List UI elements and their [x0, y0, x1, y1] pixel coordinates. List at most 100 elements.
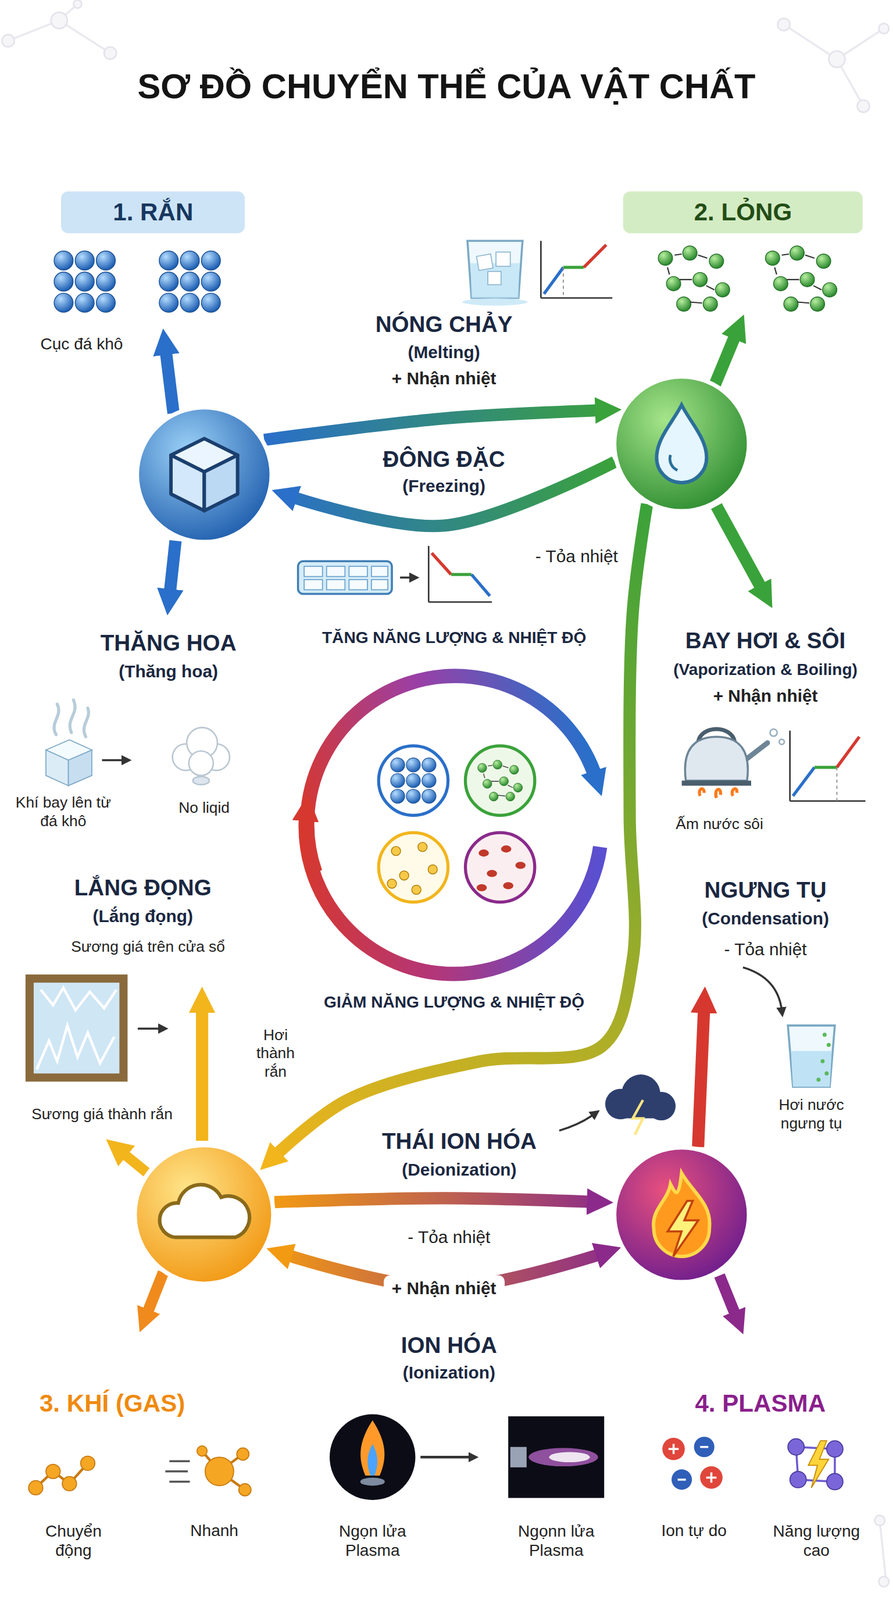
background-network	[2, 34, 15, 48]
state-circle-shape	[132, 1142, 276, 1287]
dry-ice-illustration	[45, 749, 69, 786]
cooling-curve-chart	[431, 552, 452, 575]
process-name: ION HÓA	[401, 1331, 498, 1359]
state-label: 4. PLASMA	[694, 1388, 826, 1418]
state-icon	[669, 455, 678, 471]
melting-beaker	[495, 252, 511, 267]
process-subtitle: (Deionization)	[401, 1159, 517, 1181]
state-circle: 4. PLASMA	[612, 1145, 752, 1285]
heat-note: + Nhận nhiệt	[391, 368, 497, 389]
liquid-molecules	[765, 245, 838, 312]
heating-curve-chart	[540, 240, 613, 298]
fast-molecule-icon	[238, 1483, 252, 1496]
dry-ice-illustration	[54, 699, 89, 737]
plasma-torch-photo	[510, 1447, 527, 1468]
particle-model-icons	[387, 879, 397, 889]
heating-curve-chart	[583, 244, 607, 268]
process-subtitle: (Vaporization & Boiling)	[673, 659, 858, 680]
process-name: BAY HƠI & SÔI	[685, 627, 846, 655]
melting-beaker	[487, 271, 502, 285]
background-network	[51, 12, 68, 29]
particle-model-icons	[418, 842, 428, 852]
heat-note: + Nhận nhiệt	[713, 685, 819, 707]
ice-tray	[371, 579, 388, 591]
dry-ice-illustration	[45, 699, 92, 786]
boiling-curve-chart	[793, 767, 815, 796]
plasma-torch-photo	[508, 1416, 605, 1498]
background-network	[8, 4, 887, 1580]
state-arrows	[719, 1275, 738, 1319]
particle-model-icons	[399, 870, 409, 881]
high-energy-icon	[826, 1473, 844, 1490]
high-energy-icon	[787, 1438, 844, 1491]
dry-ice-illustration	[45, 739, 92, 760]
ice-tray	[326, 579, 346, 591]
particle-model-icons	[515, 861, 526, 869]
state-icon	[170, 455, 205, 511]
particle-model-icons	[378, 745, 448, 816]
kettle-illustration	[779, 739, 785, 745]
cooling-curve-chart	[471, 574, 491, 596]
plasma-torch-photo	[548, 1452, 590, 1463]
transition-arrow	[289, 461, 616, 526]
gas-motion-icon	[80, 1456, 96, 1471]
state-arrows	[716, 506, 764, 592]
kettle-illustration	[769, 729, 777, 737]
gas-motion-icon	[45, 1464, 61, 1480]
storm-cloud	[605, 1088, 637, 1120]
state-icon	[204, 455, 238, 511]
melting-beaker	[476, 254, 494, 271]
ice-tray	[304, 579, 323, 591]
boiling-curve-chart	[836, 736, 860, 768]
ice-tray	[348, 566, 368, 577]
particle-model-icons	[476, 884, 488, 892]
process-subtitle: (Condensation)	[701, 908, 830, 930]
dry-ice-illustration	[68, 749, 92, 786]
process-name: LẮNG ĐỌNG	[74, 874, 212, 902]
energy-cycle-arcs	[306, 676, 596, 873]
illustration-caption: No liqid	[178, 799, 230, 819]
particle-model-icons	[387, 842, 438, 895]
background-network	[777, 18, 791, 31]
illustration-caption: Hơi nước ngưng tụ	[762, 1095, 860, 1133]
icon-caption: Nhanh	[190, 1520, 239, 1541]
free-ion-icon	[694, 1436, 715, 1457]
process-name: THÁI ION HÓA	[381, 1127, 537, 1155]
storm-cloud	[647, 1091, 676, 1121]
process-subtitle: (Freezing)	[402, 475, 486, 497]
illustration-caption: Sương giá thành rắn	[31, 1105, 173, 1124]
kettle-illustration	[684, 736, 748, 781]
illustration-caption: Ấm nước sôi	[675, 815, 763, 835]
high-energy-icon	[808, 1440, 829, 1488]
condensation-glass	[824, 1071, 829, 1076]
high-energy-icon	[826, 1440, 844, 1457]
process-name: ĐÔNG ĐẶC	[383, 445, 506, 473]
small-arrow	[137, 1027, 162, 1030]
background-network	[874, 1515, 885, 1526]
free-ion-icon	[662, 1437, 685, 1461]
kettle-illustration	[744, 743, 768, 761]
condensation-glass	[790, 1051, 832, 1087]
state-circle-shape	[612, 1145, 752, 1285]
cooling-curve-chart	[428, 545, 492, 603]
particle-model-icons	[501, 845, 512, 853]
free-ion-icon	[671, 1469, 692, 1490]
flame-photo	[367, 1443, 378, 1475]
fast-molecule-icon	[197, 1445, 252, 1496]
particle-model-icons	[390, 758, 437, 804]
high-energy-icon	[790, 1471, 807, 1488]
background-network	[857, 99, 870, 113]
transition-arrow	[263, 410, 603, 441]
process-name: NÓNG CHẢY	[375, 311, 513, 338]
frosted-window	[25, 974, 128, 1082]
particle-model-icons	[465, 745, 535, 816]
particle-model-icons	[427, 864, 438, 874]
melting-beaker	[462, 298, 528, 306]
solid-lattice	[159, 251, 221, 313]
state-icon	[656, 405, 707, 484]
particle-model-icons	[476, 845, 526, 892]
kettle-illustration	[699, 788, 738, 799]
high-energy-icon	[795, 1447, 835, 1482]
